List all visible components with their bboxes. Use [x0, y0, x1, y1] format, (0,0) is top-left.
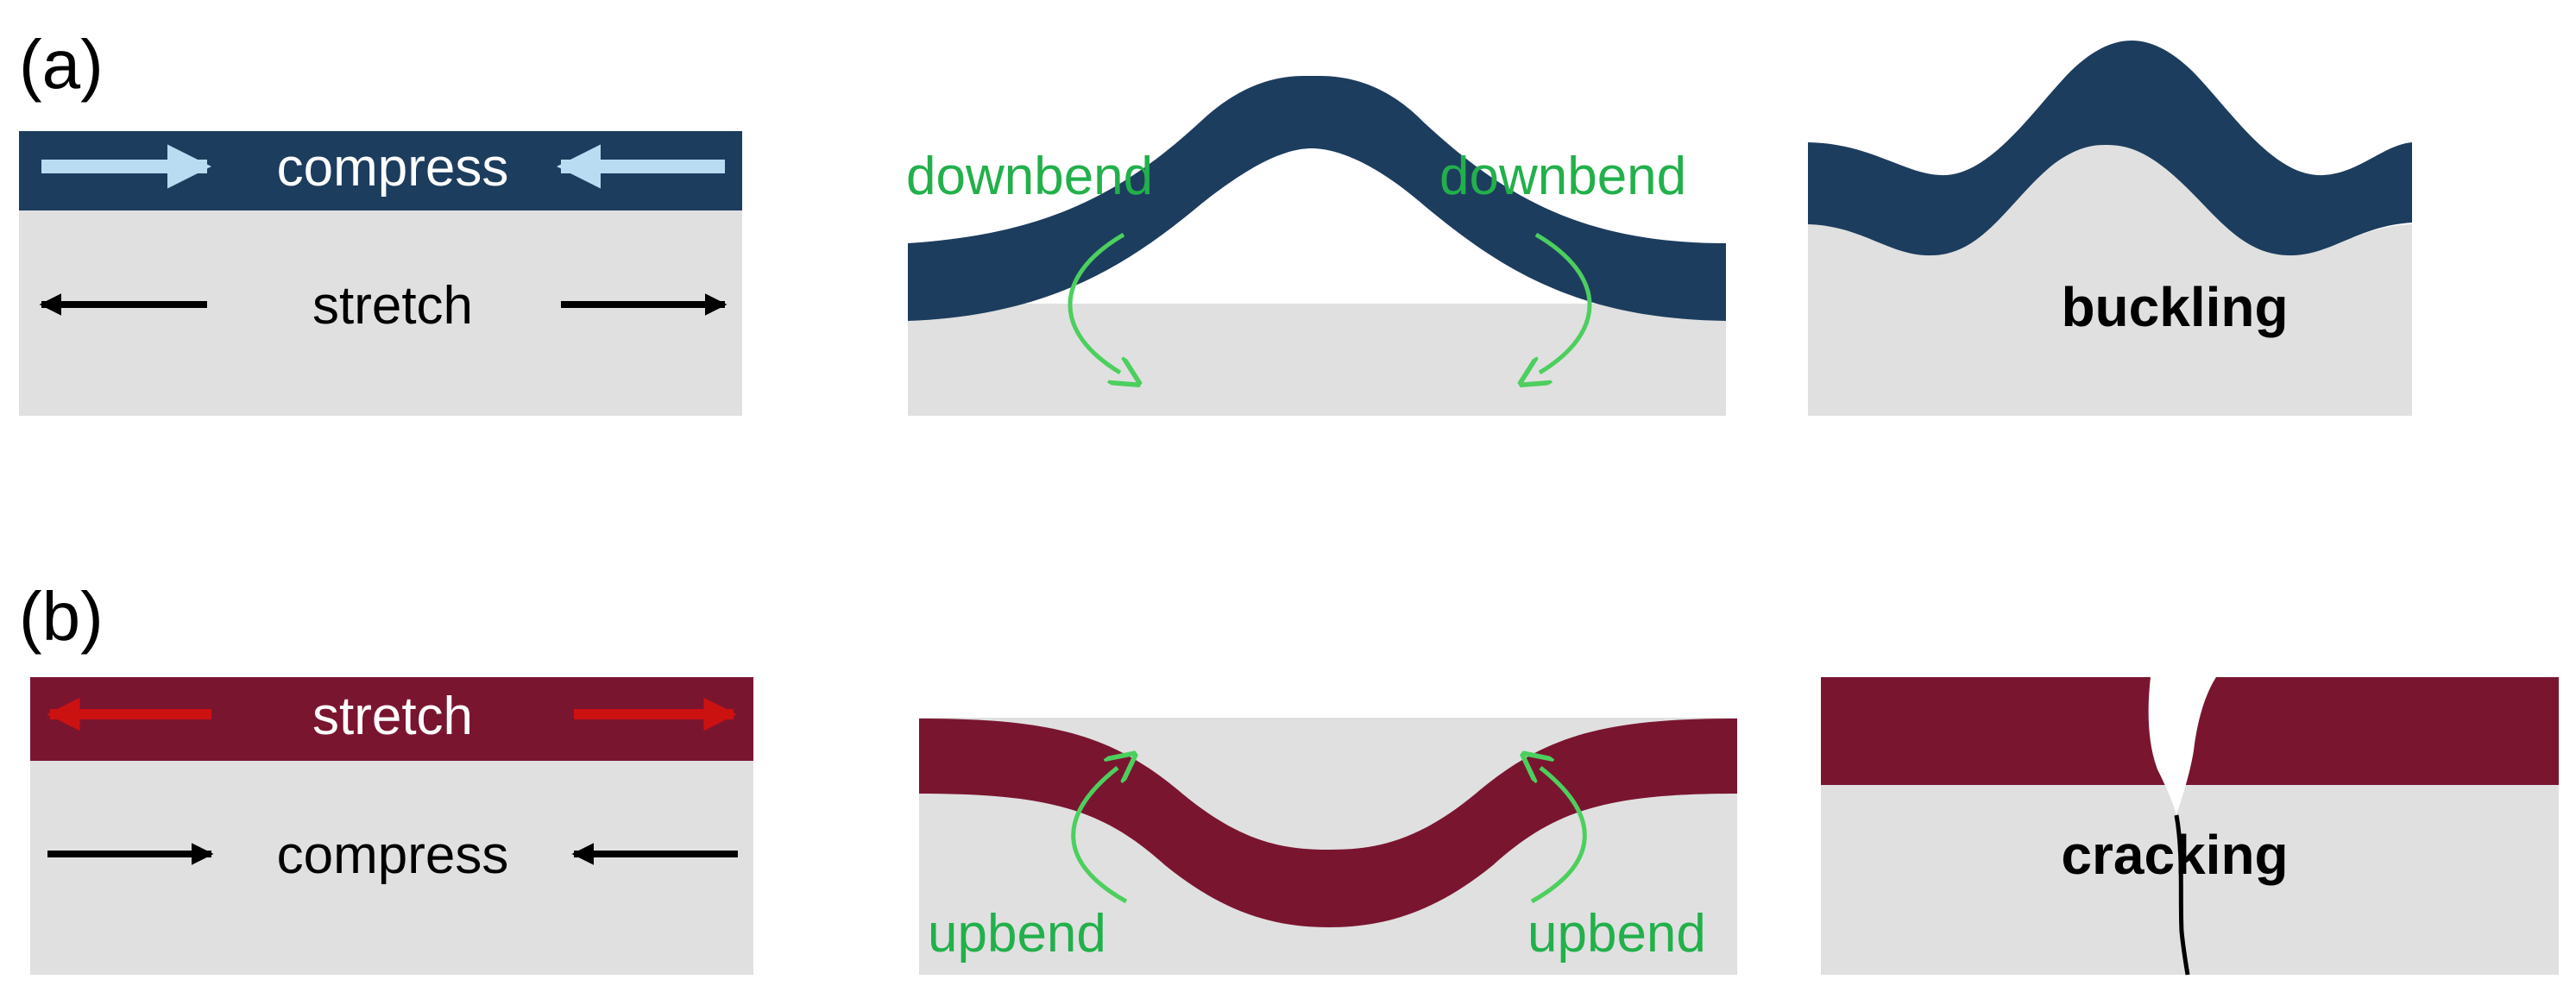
panel-b-label: (b)	[19, 578, 104, 655]
substrate-text-b: compress	[277, 826, 509, 885]
panel-b-bend: upbend upbend	[919, 718, 1737, 975]
bend-label-b-right: upbend	[1527, 904, 1706, 964]
panel-a-label: (a)	[19, 26, 104, 103]
panel-b-cracking: cracking	[1821, 677, 2559, 976]
panel-a-buckling: buckling	[1808, 41, 2412, 416]
substrate-a3	[1808, 145, 2412, 416]
upbend-arrow-left	[1071, 768, 1126, 904]
bend-label-a-right: downbend	[1439, 147, 1686, 206]
result-label-b: cracking	[2061, 824, 2288, 886]
crack-opening	[2148, 677, 2216, 815]
film-text-a: compress	[277, 138, 509, 198]
film-a2	[908, 75, 1726, 322]
downbend-arrow-left	[1068, 232, 1124, 373]
downbend-arrow-right	[1536, 232, 1592, 373]
crack-line	[2174, 814, 2190, 976]
upbend-arrow-right	[1532, 768, 1587, 904]
bend-label-a-left: downbend	[906, 147, 1153, 206]
panel-a-bend: downbend downbend	[906, 75, 1726, 416]
panel-b-flat: stretch compress	[30, 677, 753, 975]
substrate-a2	[908, 304, 1726, 416]
film-text-b: stretch	[312, 687, 473, 746]
bend-label-b-left: upbend	[928, 904, 1106, 964]
film-a3	[1808, 41, 2412, 256]
result-label-a: buckling	[2061, 276, 2288, 338]
panel-a-flat: compress stretch	[19, 131, 742, 416]
substrate-text-a: stretch	[312, 276, 473, 336]
